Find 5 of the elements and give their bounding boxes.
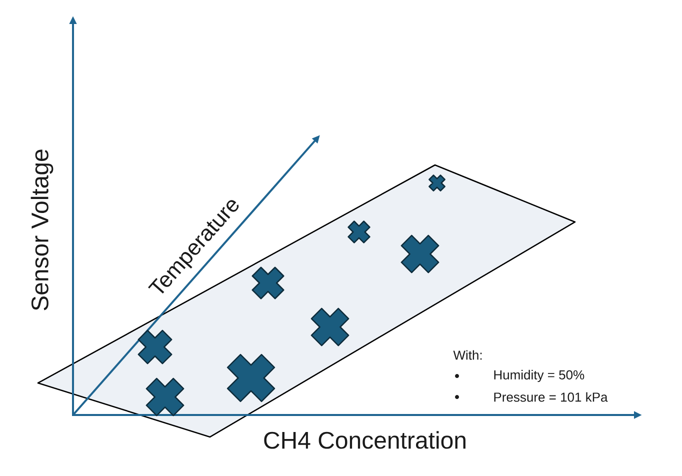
axis-label: Sensor Voltage (30, 150, 54, 310)
note-heading: With: (453, 350, 482, 360)
note-item: Pressure = 101 kPa (494, 392, 608, 402)
axis-label: CH4 Concentration (264, 431, 466, 449)
note-item: Humidity = 50% (494, 370, 584, 382)
